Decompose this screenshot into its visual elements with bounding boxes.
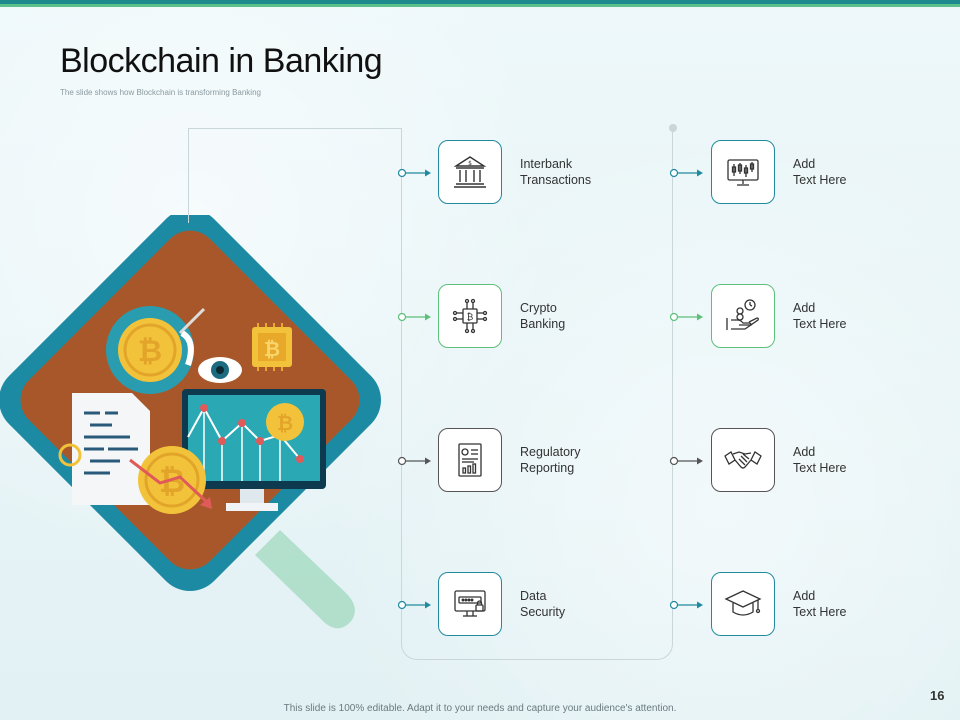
connector-frame	[401, 128, 673, 660]
connector-dot	[669, 124, 677, 132]
connector-arrow	[669, 312, 703, 322]
graduation-cap-icon	[724, 590, 762, 616]
right-item-3-tile	[711, 428, 775, 492]
connector-line-top	[188, 128, 402, 129]
chip-icon: ₿	[452, 298, 488, 334]
report-icon	[458, 443, 482, 477]
crypto-banking-tile: ₿	[438, 284, 502, 348]
svg-text:₿: ₿	[264, 337, 280, 361]
magnifier-illustration: ₿ ₿ ₿ ₿	[0, 215, 381, 629]
bitcoin-coin-small	[266, 403, 304, 441]
right-item-1-tile	[711, 140, 775, 204]
connector-arrow	[397, 312, 431, 322]
connector-line-left	[188, 128, 189, 223]
monitor-lock-icon	[454, 590, 486, 617]
connector-arrow	[397, 600, 431, 610]
interbank-transactions-tile: $	[438, 140, 502, 204]
bitcoin-coin-large	[118, 318, 182, 382]
svg-text:₿: ₿	[277, 411, 293, 435]
handshake-icon	[724, 451, 762, 469]
connector-arrow	[669, 168, 703, 178]
svg-text:$: $	[468, 160, 472, 167]
connector-arrow	[669, 600, 703, 610]
top-accent-bar	[0, 0, 960, 4]
svg-text:₿: ₿	[138, 334, 162, 369]
connector-arrow	[669, 456, 703, 466]
page-title: Blockchain in Banking	[60, 42, 383, 80]
bank-icon: $	[453, 156, 487, 188]
footer-note: This slide is 100% editable. Adapt it to…	[283, 703, 677, 714]
connector-arrow	[397, 168, 431, 178]
page-subtitle: The slide shows how Blockchain is transf…	[60, 88, 261, 97]
trading-screen-icon	[727, 159, 759, 186]
page-number: 16	[930, 688, 945, 703]
connector-arrow	[397, 456, 431, 466]
top-accent-bar-secondary	[0, 4, 960, 7]
svg-text:₿: ₿	[467, 312, 474, 323]
right-item-4-tile	[711, 572, 775, 636]
right-item-2-tile	[711, 284, 775, 348]
down-trend-arrow	[129, 458, 212, 507]
regulatory-reporting-tile	[438, 428, 502, 492]
hand-coins-icon	[726, 299, 759, 330]
magnifier-handle	[255, 530, 355, 629]
data-security-tile	[438, 572, 502, 636]
